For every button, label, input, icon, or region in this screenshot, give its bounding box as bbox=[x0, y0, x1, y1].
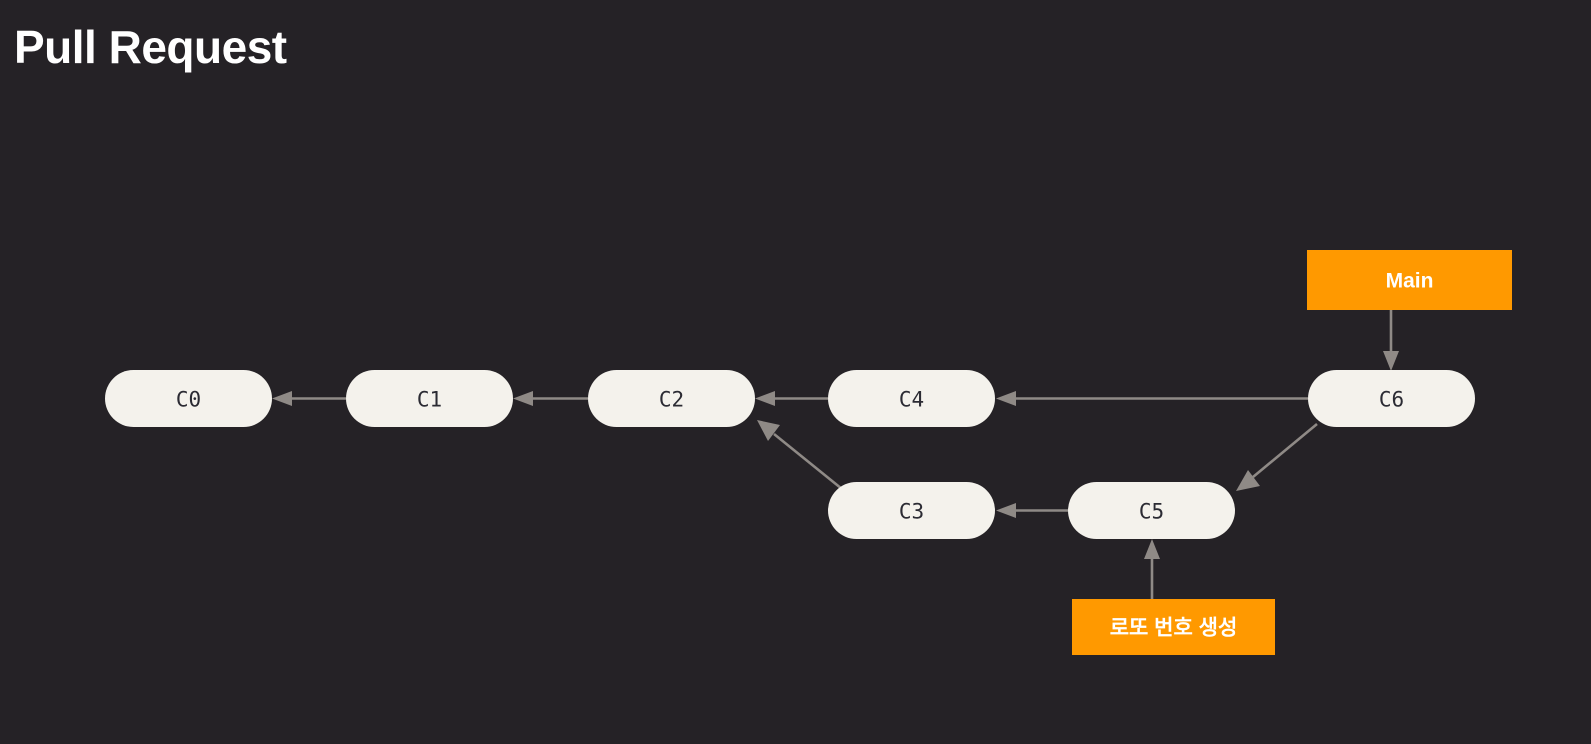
edge-c3-to-c2 bbox=[757, 420, 843, 491]
edge-c5-to-c3 bbox=[996, 503, 1068, 518]
commit-node-c5-label: C5 bbox=[1139, 500, 1164, 524]
commit-node-c2-label: C2 bbox=[659, 388, 684, 412]
branch-label-layer: Main 로또 번호 생성 bbox=[1072, 250, 1512, 655]
branch-label-lotto-text: 로또 번호 생성 bbox=[1110, 617, 1238, 640]
commit-node-c4-label: C4 bbox=[899, 388, 924, 412]
commit-node-layer: C0 C1 C2 C3 C4 C5 C6 bbox=[105, 370, 1475, 539]
commit-node-c4[interactable]: C4 bbox=[828, 370, 995, 427]
edge-c6-to-c5 bbox=[1236, 422, 1318, 491]
edge-c4-to-c2 bbox=[755, 391, 828, 406]
commit-node-c5[interactable]: C5 bbox=[1068, 482, 1235, 539]
commit-node-c1[interactable]: C1 bbox=[346, 370, 513, 427]
commit-node-c0-label: C0 bbox=[176, 388, 201, 412]
commit-node-c0[interactable]: C0 bbox=[105, 370, 272, 427]
branch-label-main-text: Main bbox=[1386, 270, 1434, 293]
edge-c6-to-c4 bbox=[996, 391, 1308, 406]
commit-node-c6[interactable]: C6 bbox=[1308, 370, 1475, 427]
commit-node-c1-label: C1 bbox=[417, 388, 442, 412]
commit-node-c3[interactable]: C3 bbox=[828, 482, 995, 539]
commit-node-c6-label: C6 bbox=[1379, 388, 1404, 412]
branch-label-main[interactable]: Main bbox=[1307, 250, 1512, 310]
page-title: Pull Request bbox=[14, 21, 287, 73]
branch-label-lotto[interactable]: 로또 번호 생성 bbox=[1072, 599, 1275, 655]
edge-c1-to-c0 bbox=[272, 391, 346, 406]
edge-lotto-to-c5 bbox=[1144, 539, 1160, 599]
commit-node-c3-label: C3 bbox=[899, 500, 924, 524]
edge-c2-to-c1 bbox=[513, 391, 588, 406]
edge-layer bbox=[272, 310, 1399, 599]
edge-main-to-c6 bbox=[1383, 310, 1399, 371]
commit-node-c2[interactable]: C2 bbox=[588, 370, 755, 427]
